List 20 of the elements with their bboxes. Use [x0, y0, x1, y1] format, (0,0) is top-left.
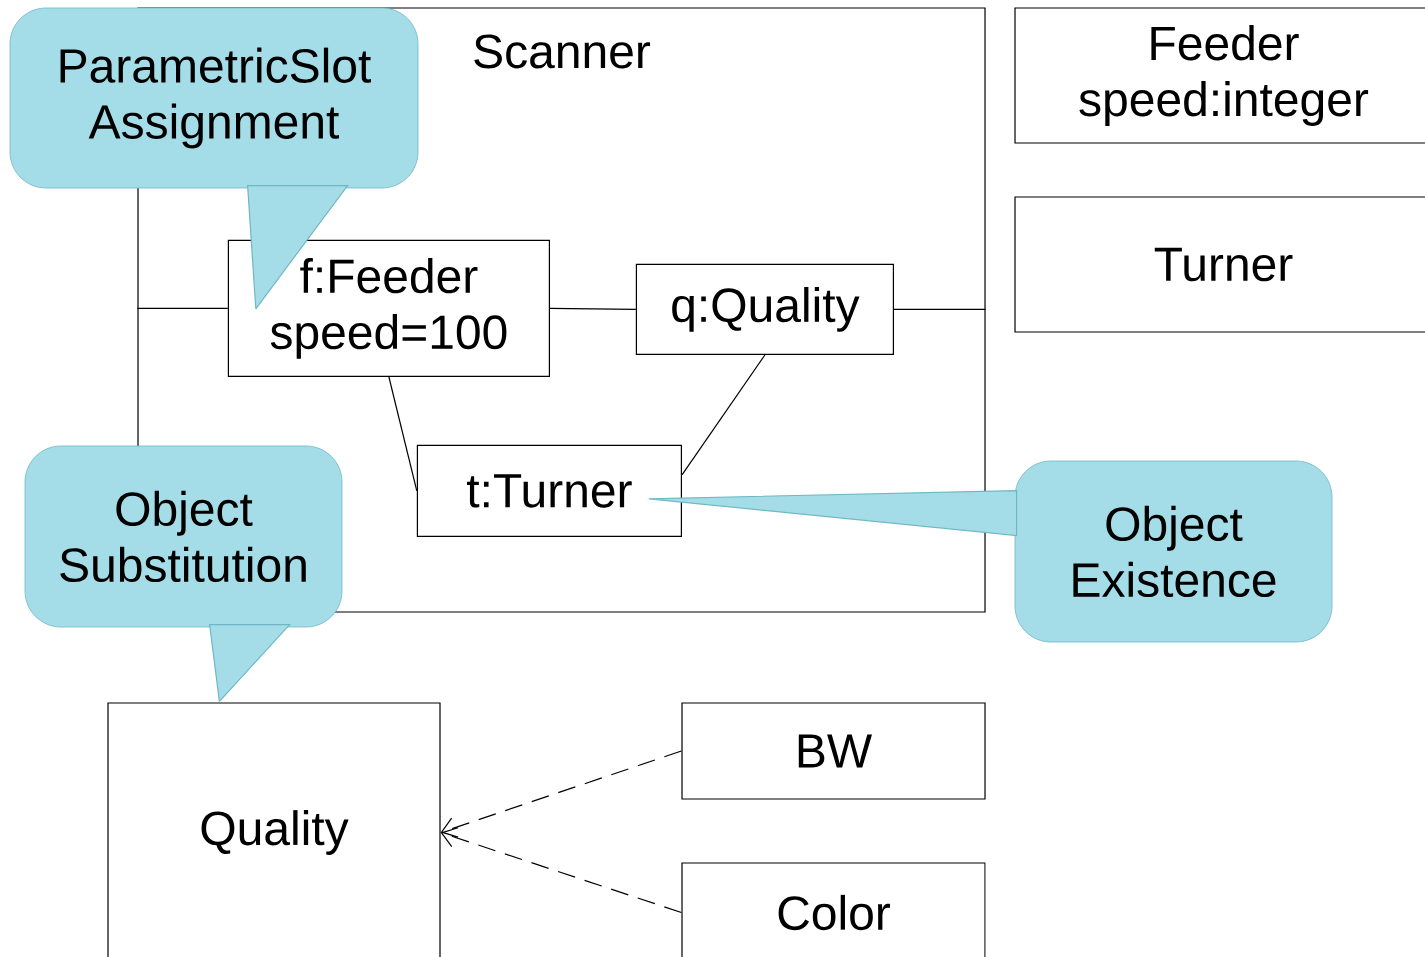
- callout-bubble: Object Substitution: [24, 445, 343, 628]
- connector-line: [893, 308, 987, 310]
- arrow: [440, 750, 682, 838]
- part-box: q:Quality: [635, 263, 894, 355]
- connector-line: [388, 376, 418, 492]
- part-box: Turner: [1014, 196, 1425, 333]
- callout-bubble: Object Existence: [1014, 460, 1333, 643]
- connector-line: [136, 307, 229, 309]
- callout-pointer: [648, 489, 1018, 537]
- part-box: Feeder speed:integer: [1014, 7, 1425, 144]
- connector-line: [549, 307, 637, 310]
- arrow: [440, 827, 682, 914]
- part-box: Color: [681, 862, 986, 957]
- part-box: BW: [681, 702, 986, 800]
- connector-line: [681, 354, 766, 476]
- part-box: Quality: [107, 702, 441, 957]
- part-box: t:Turner: [416, 444, 682, 537]
- callout-pointer: [246, 185, 349, 311]
- part-box: f:Feeder speed=100: [227, 239, 550, 377]
- callout-pointer: [208, 624, 291, 703]
